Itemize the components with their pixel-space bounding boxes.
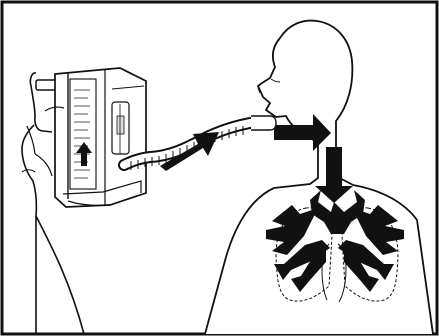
incentive-spirometer-icon bbox=[30, 68, 146, 207]
person-profile-icon bbox=[205, 21, 433, 334]
